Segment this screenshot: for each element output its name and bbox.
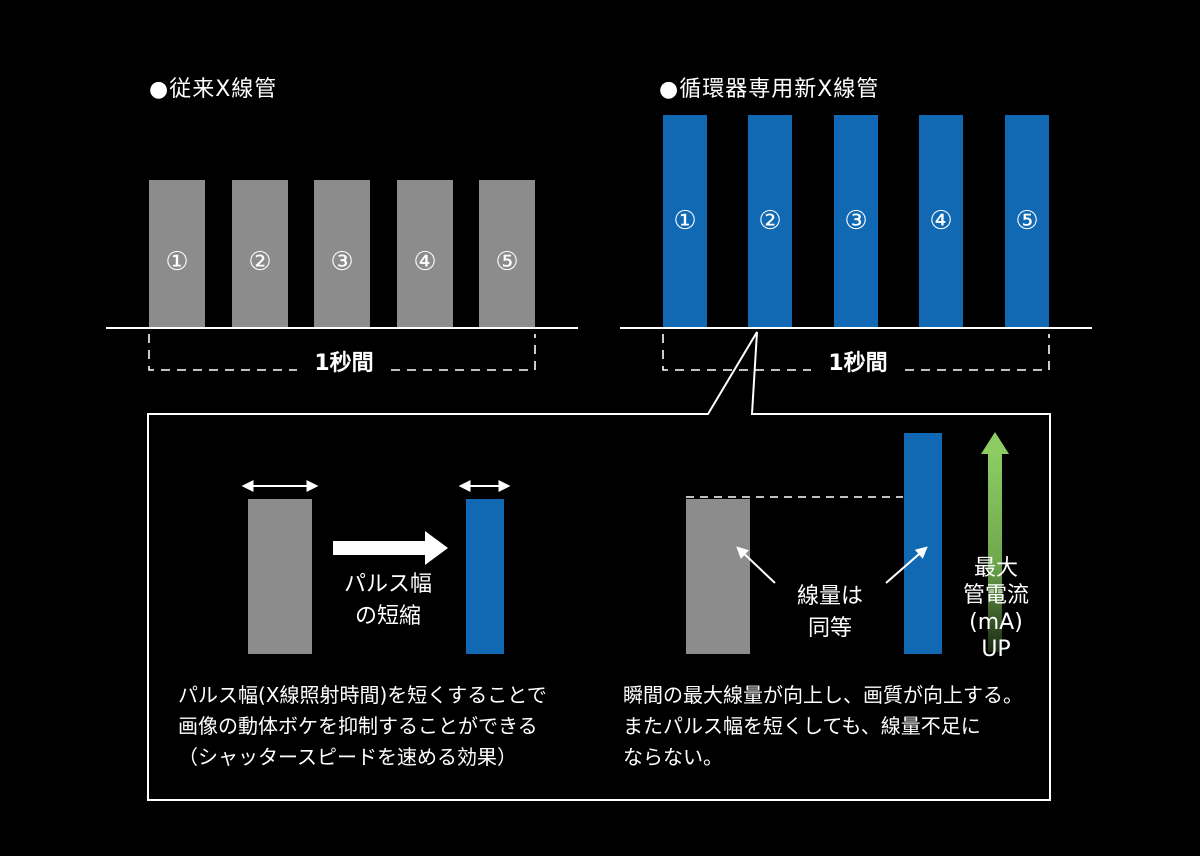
left-pulse-2: ② (232, 180, 288, 328)
caption-left-line-1: パルス幅(X線照射時間)を短くすることで (178, 683, 547, 707)
right-pulse-4-bar (919, 115, 963, 328)
left-pulse-4-bar (397, 180, 453, 328)
left-pulse-1-number: ① (165, 247, 188, 277)
dose-equal-label-line-2: 同等 (807, 616, 852, 641)
left-pulse-5-number: ⑤ (495, 247, 518, 277)
right-pulse-4: ④ (919, 115, 963, 328)
right-pulse-1: ① (663, 115, 707, 328)
right-pulse-chart: ① ② ③ ④ ⑤ 1秒間 (620, 115, 1092, 376)
dose-pointer-left-arrow (736, 546, 776, 584)
left-duration-label: 1秒間 (314, 351, 373, 376)
right-pulse-5-number: ⑤ (1015, 206, 1038, 236)
high-current-blue-pulse (904, 433, 942, 654)
tube-current-label-line-4: UP (981, 637, 1011, 662)
right-title: ●循環器専用新X線管 (659, 77, 880, 102)
right-pulse-2-bar (748, 115, 792, 328)
tube-current-label: 最大 管電流 (mA) UP (944, 555, 1048, 663)
right-pulse-3: ③ (834, 115, 878, 328)
left-pulse-1-bar (149, 180, 205, 328)
left-pulse-5: ⑤ (479, 180, 535, 328)
tube-current-label-line-2: 管電流 (962, 583, 1029, 608)
left-duration-bracket (148, 334, 536, 371)
right-pulse-5: ⑤ (1005, 115, 1049, 328)
left-pulse-chart: ① ② ③ ④ ⑤ 1秒間 (106, 180, 578, 376)
right-pulse-1-number: ① (673, 206, 696, 236)
caption-left-line-3: （シャッタースピードを速める効果） (178, 745, 517, 769)
left-pulse-3-bar (314, 180, 370, 328)
tube-current-label-line-3: (mA) (969, 610, 1023, 635)
left-title: ●従来X線管 (149, 77, 278, 102)
caption-right: 瞬間の最大線量が向上し、画質が向上する。 またパルス幅を短くしても、線量不足に … (623, 680, 1023, 773)
dose-equal-label-line-1: 線量は (796, 584, 863, 609)
wide-gray-pulse (248, 499, 312, 654)
dose-comparison (686, 432, 1009, 654)
right-pulse-4-number: ④ (929, 206, 952, 236)
left-pulse-4: ④ (397, 180, 453, 328)
right-duration-label: 1秒間 (828, 351, 887, 376)
dose-equal-label: 線量は 同等 (771, 581, 889, 645)
right-duration-bracket (662, 334, 1050, 371)
detail-callout-box (147, 331, 1051, 801)
pulse-width-label-line-1: パルス幅 (343, 572, 432, 597)
left-pulse-2-bar (232, 180, 288, 328)
left-pulse-3-number: ③ (330, 247, 353, 277)
caption-right-line-2: またパルス幅を短くしても、線量不足に (623, 714, 981, 738)
left-pulse-4-number: ④ (413, 247, 436, 277)
pulse-width-label: パルス幅 の短縮 (323, 569, 453, 633)
left-pulse-1: ① (149, 180, 205, 328)
low-current-gray-pulse (686, 499, 750, 654)
right-pulse-3-bar (834, 115, 878, 328)
dose-pointer-right-arrow (885, 546, 928, 584)
left-pulse-5-bar (479, 180, 535, 328)
left-pulse-3: ③ (314, 180, 370, 328)
caption-right-line-3: ならない。 (623, 745, 723, 769)
right-pulse-2: ② (748, 115, 792, 328)
shortening-arrow (333, 531, 448, 565)
right-pulse-2-number: ② (758, 206, 781, 236)
right-pulse-5-bar (1005, 115, 1049, 328)
right-pulse-1-bar (663, 115, 707, 328)
right-pulse-3-number: ③ (844, 206, 867, 236)
caption-right-line-1: 瞬間の最大線量が向上し、画質が向上する。 (623, 683, 1023, 707)
left-pulse-2-number: ② (248, 247, 271, 277)
pulse-width-label-line-2: の短縮 (354, 604, 421, 629)
narrow-blue-pulse (466, 499, 504, 654)
pulse-width-comparison (241, 480, 511, 654)
tube-current-label-line-1: 最大 (973, 556, 1018, 581)
current-up-arrow (981, 432, 1009, 652)
caption-left: パルス幅(X線照射時間)を短くすることで 画像の動体ボケを抑制することができる … (178, 680, 547, 773)
caption-left-line-2: 画像の動体ボケを抑制することができる (178, 714, 538, 738)
